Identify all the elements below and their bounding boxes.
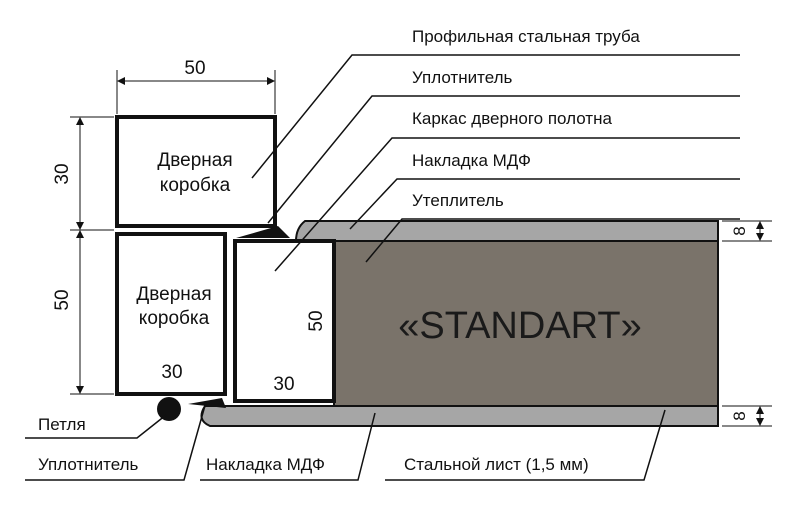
hinge-shape [157,397,181,421]
dim-right-bottom-thickness: 8 [730,411,749,420]
callout-profile-pipe: Профильная стальная труба [412,27,640,46]
callout-seal-top: Уплотнитель [412,68,513,87]
door-box-top-shape [115,115,277,228]
door-box-bottom-shape [115,232,227,396]
door-box-bottom-label-2: коробка [139,308,210,329]
callout-steel-sheet: Стальной лист (1,5 мм) [404,455,589,474]
callout-mdf-top: Накладка МДФ [412,151,531,170]
door-box-top-label-2: коробка [160,175,231,196]
leader-mdf-bottom [200,412,376,481]
callout-mdf-bottom: Накладка МДФ [206,455,325,474]
product-name: «STANDART» [398,305,642,347]
steel-sheet-shape [200,405,719,427]
dim-left-lower-height: 50 [52,289,73,310]
leader-steel-sheet [385,409,666,481]
dim-left-upper-height: 30 [52,163,73,184]
dim-top-width: 50 [184,58,205,79]
seal-top-shape [236,226,290,238]
callout-seal-bottom: Уплотнитель [38,455,139,474]
callout-carcass: Каркас дверного полотна [412,109,612,128]
dim-right-top-thickness: 8 [730,226,749,235]
door-box-top-label-1: Дверная [157,150,232,171]
leader-hinge [25,414,167,439]
leader-seal-bottom [25,401,207,481]
leader-mdf-top [349,178,740,230]
dim-carcass-height: 50 [306,310,327,331]
callout-insulation: Утеплитель [412,191,504,210]
door-box-bottom-label-1: Дверная [136,284,211,305]
leader-carcass [274,137,740,272]
dim-box-bottom-width: 30 [161,362,182,383]
insulation-shape [333,240,719,407]
seal-bottom-shape [188,398,226,408]
dim-carcass-width: 30 [273,374,294,395]
leader-profile-pipe [251,54,740,179]
door-carcass-shape [233,239,336,403]
leader-seal-top [267,95,740,224]
callout-hinge: Петля [38,415,86,434]
leader-insulation [365,218,740,263]
mdf-panel-top-shape [294,220,719,242]
